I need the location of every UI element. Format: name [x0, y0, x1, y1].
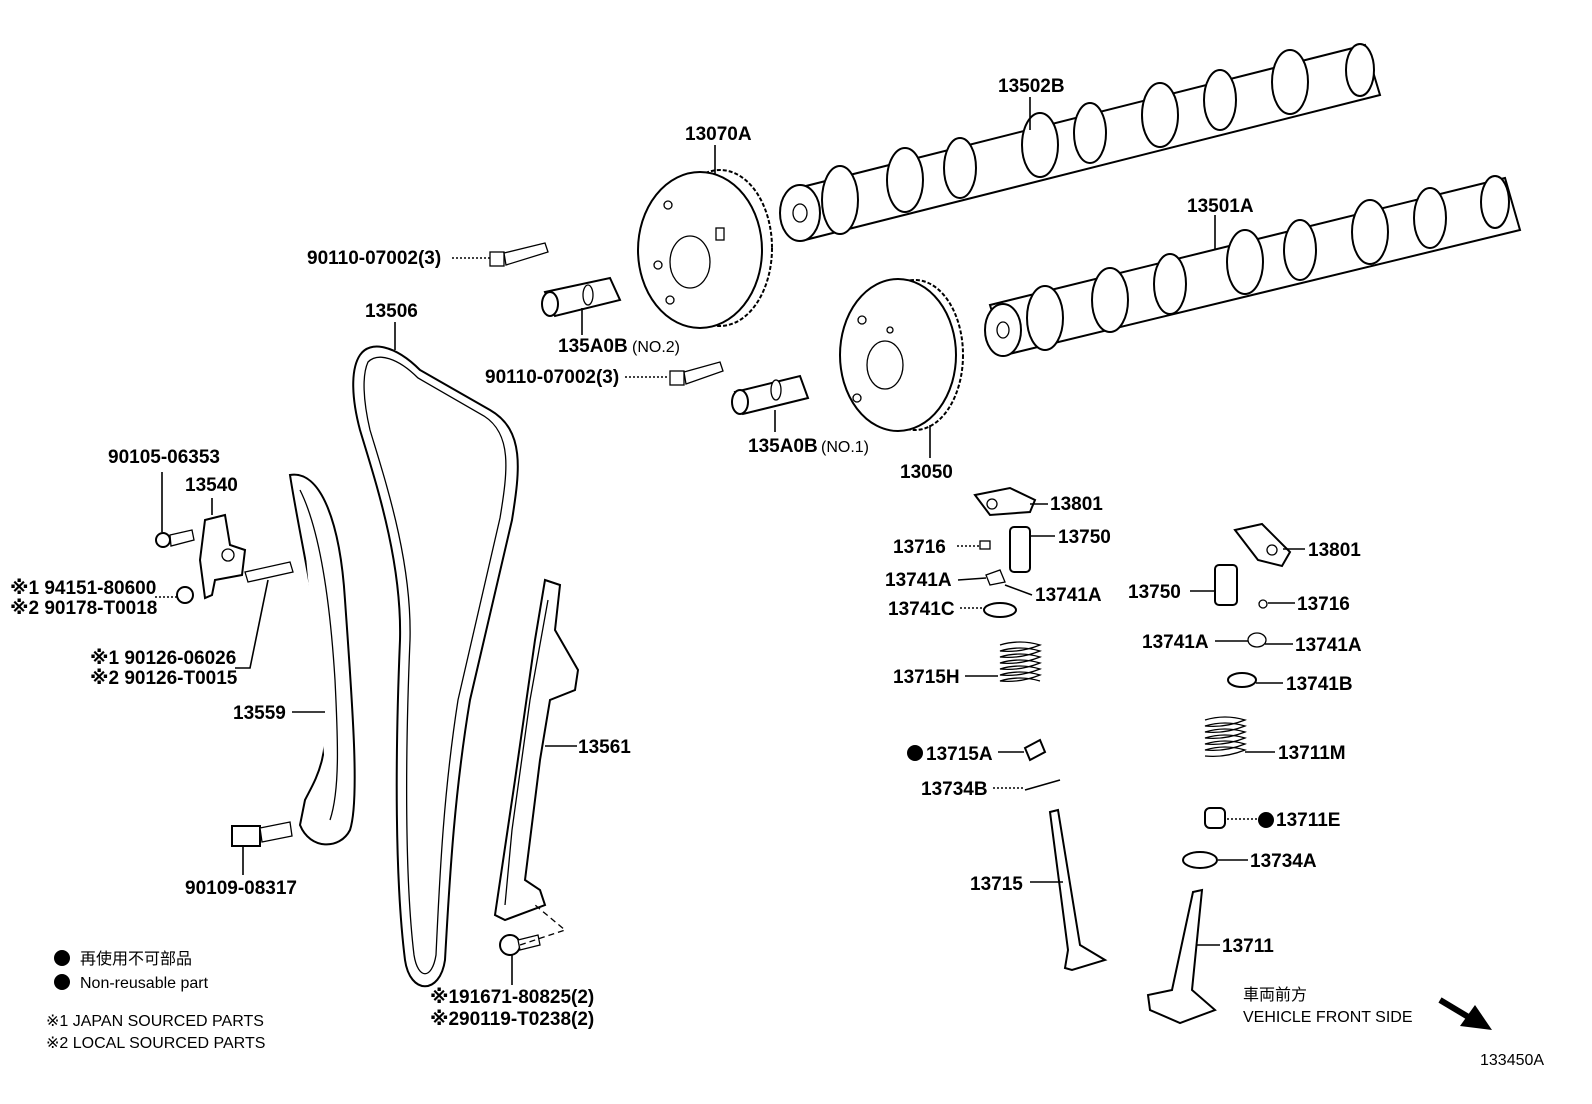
intake-valve-13711 — [1146, 888, 1217, 1025]
cam-timing-gear-13050 — [839, 278, 964, 432]
label-135a0b-no1: 135A0B — [748, 436, 818, 457]
roller-rocker-arm-13801-b — [1233, 522, 1292, 568]
label-13734a: 13734A — [1250, 851, 1317, 872]
bolt-90110-lower — [669, 361, 724, 386]
label-90126-06026: ※1 90126-06026 — [90, 648, 236, 669]
label-13070a: 13070A — [685, 124, 752, 145]
label-13741a-left-1: 13741A — [885, 570, 952, 591]
legend-dot-jp-icon — [54, 950, 70, 966]
valve-spring-13711m — [1204, 716, 1247, 758]
camshaft-13502b — [779, 43, 1382, 242]
label-90109-08317: 90109-08317 — [185, 878, 297, 899]
valve-stem-oil-seal-13715a — [1023, 738, 1047, 762]
label-13741c: 13741C — [888, 599, 955, 620]
vehicle-front-arrow-icon — [1438, 997, 1492, 1030]
oil-control-valve-no2 — [541, 276, 622, 318]
roller-rocker-arm-13801-a — [973, 486, 1037, 517]
label-13561: 13561 — [578, 737, 631, 758]
label-13711: 13711 — [1222, 936, 1274, 957]
label-13716-b: 13716 — [1297, 594, 1350, 615]
cam-timing-gear-13070a — [637, 169, 773, 329]
chain-vibration-damper-13561 — [493, 578, 580, 922]
chain-tensioner-13540 — [198, 513, 247, 600]
exhaust-valve-13715 — [1048, 808, 1108, 972]
nut-94151 — [176, 586, 194, 604]
non-reusable-marker-13711e — [1258, 812, 1274, 828]
label-13715: 13715 — [970, 874, 1023, 895]
non-reusable-marker-13715a — [907, 745, 923, 761]
label-13715h: 13715H — [893, 667, 960, 688]
label-90126-t0015: ※2 90126-T0015 — [90, 668, 238, 689]
legend-note-1: ※1 JAPAN SOURCED PARTS — [46, 1013, 264, 1030]
bolt-90110-upper — [489, 242, 549, 267]
valve-stem-oil-seal-13711e — [1204, 807, 1226, 829]
label-bolt-90110-upper: 90110-07002(3) — [307, 248, 441, 269]
pad-13716-a — [979, 540, 991, 550]
label-135a0b-no2: 135A0B — [558, 336, 628, 357]
valve-spring-seat-13734b — [1024, 779, 1061, 791]
valve-spring-13715h — [999, 641, 1042, 683]
label-front-en: VEHICLE FRONT SIDE — [1243, 1009, 1413, 1026]
lash-adjuster-13750-a — [1009, 526, 1031, 573]
chain-tensioner-slipper-13559 — [288, 473, 356, 846]
bolt-91671 — [499, 904, 567, 956]
label-13801-b: 13801 — [1308, 540, 1361, 561]
valve-spring-seat-13734a — [1182, 851, 1218, 869]
legend-note-2: ※2 LOCAL SOURCED PARTS — [46, 1035, 265, 1052]
valve-lock-key-13741a-b — [1247, 632, 1267, 648]
label-13711m: 13711M — [1278, 743, 1346, 764]
timing-chain-13506 — [352, 345, 519, 988]
label-90119-t0238: ※290119-T0238(2) — [430, 1009, 594, 1030]
label-135a0b-no1-note: (NO.1) — [821, 439, 869, 456]
label-13741b: 13741B — [1286, 674, 1353, 695]
label-front-jp: 車両前方 — [1243, 986, 1307, 1004]
valve-spring-retainer-13741b — [1227, 672, 1257, 688]
label-13741a-right-2: 13741A — [1295, 635, 1362, 656]
label-13506: 13506 — [365, 301, 418, 322]
label-13801-a: 13801 — [1050, 494, 1103, 515]
oil-control-valve-no1 — [731, 374, 810, 416]
label-13741a-right-1: 13741A — [1035, 585, 1102, 606]
bolt-90109-08317 — [231, 821, 293, 847]
valve-spring-retainer-13741c — [983, 602, 1017, 618]
label-bolt-90110-lower: 90110-07002(3) — [485, 367, 619, 388]
label-90178-t0018: ※2 90178-T0018 — [10, 598, 157, 619]
camshaft-13501a — [984, 175, 1522, 357]
stud-90126 — [244, 561, 294, 583]
label-13750-b: 13750 — [1128, 582, 1181, 603]
label-13559: 13559 — [233, 703, 286, 724]
diagram-code: 133450A — [1480, 1052, 1544, 1069]
label-13502b: 13502B — [998, 76, 1065, 97]
legend-dot-en-icon — [54, 974, 70, 990]
label-91671-80825: ※191671-80825(2) — [430, 987, 594, 1008]
leader-lines — [155, 97, 1305, 985]
label-13741a-left-2: 13741A — [1142, 632, 1209, 653]
legend-non-reusable-jp: 再使用不可部品 — [80, 950, 192, 968]
label-13050: 13050 — [900, 462, 953, 483]
lash-adjuster-13750-b — [1214, 564, 1238, 606]
label-13750-a: 13750 — [1058, 527, 1111, 548]
label-94151-80600: ※1 94151-80600 — [10, 578, 156, 599]
label-13711e: 13711E — [1276, 810, 1340, 831]
label-13734b: 13734B — [921, 779, 988, 800]
label-13715a: 13715A — [926, 744, 993, 765]
pad-13716-b — [1258, 599, 1268, 609]
bolt-90105-06353 — [155, 529, 195, 548]
label-135a0b-no2-note: (NO.2) — [632, 339, 680, 356]
label-13716-a: 13716 — [893, 537, 946, 558]
label-13540: 13540 — [185, 475, 238, 496]
valve-lock-key-13741a-a — [985, 569, 1006, 586]
label-90105-06353: 90105-06353 — [108, 447, 220, 468]
label-13501a: 13501A — [1187, 196, 1254, 217]
legend-non-reusable-en: Non-reusable part — [80, 975, 209, 992]
